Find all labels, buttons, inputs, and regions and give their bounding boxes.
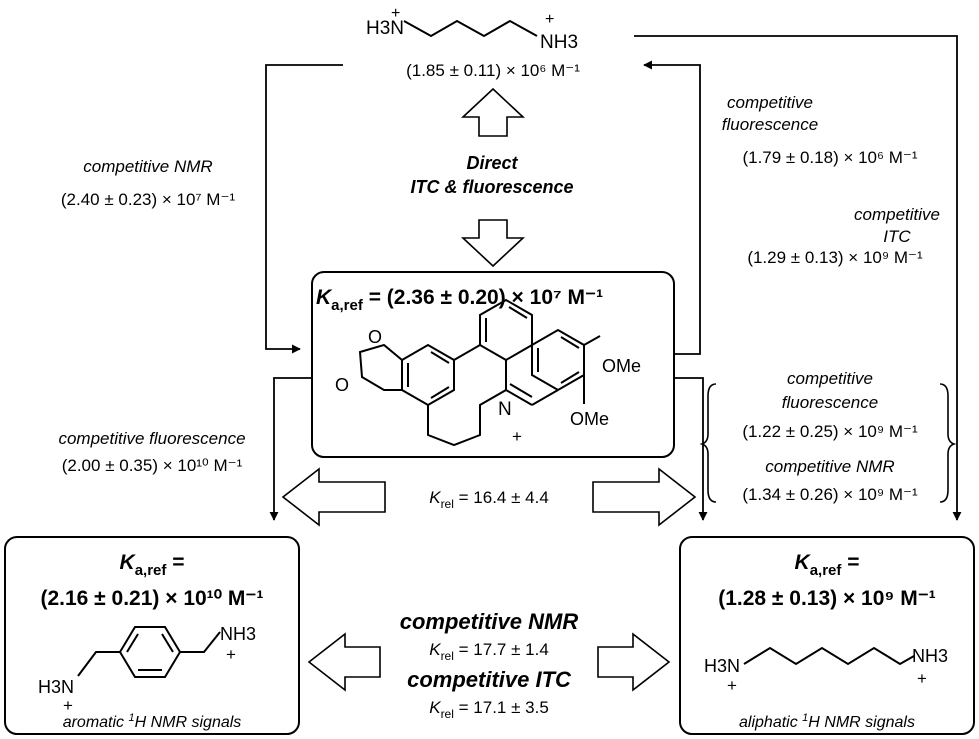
right-box <box>679 536 975 735</box>
reference-box <box>311 271 675 458</box>
right-top-itc-value: (1.29 ± 0.13) × 10⁹ M⁻¹ <box>747 248 923 267</box>
far-right-connector <box>634 35 962 521</box>
right-top-fluor-line2: fluorescence <box>722 115 818 134</box>
left-top-value: (2.40 ± 0.23) × 10⁷ M⁻¹ <box>61 190 236 209</box>
left-box <box>4 536 300 735</box>
berberine-structure <box>358 298 601 447</box>
right-mid-nmr-line1: competitive NMR <box>765 457 894 476</box>
left-box-plus-left: + <box>63 696 73 715</box>
direct-label-line1: Direct <box>466 153 518 173</box>
right-mid-connector <box>674 377 708 521</box>
dioxole-o-lower: O <box>335 375 349 395</box>
dioxole-o-upper: O <box>368 327 382 347</box>
right-box-plus-right: + <box>917 669 927 688</box>
left-box-value: (2.16 ± 0.21) × 10¹⁰ M⁻¹ <box>40 587 263 610</box>
direct-label-line2: ITC & fluorescence <box>410 177 573 197</box>
hexamethylenediamine-chain <box>743 646 915 666</box>
ome-label-lower: OMe <box>570 409 609 429</box>
krel-mid: Krel = 16.4 ± 4.4 <box>429 488 549 511</box>
left-open-arrow-bottom <box>307 632 381 692</box>
right-open-arrow-bottom <box>597 632 671 692</box>
putrescine-left-label: H3N <box>366 18 404 39</box>
right-top-itc-line2: ITC <box>883 227 911 246</box>
left-box-nh3: NH3 <box>220 624 256 644</box>
right-top-connector <box>643 60 701 355</box>
berberine-plus: + <box>512 427 522 446</box>
berberine-n-label: N <box>498 399 512 420</box>
reference-ka: Ka,ref = (2.36 ± 0.20) × 10⁷ M⁻¹ <box>316 286 603 314</box>
up-open-arrow <box>460 87 526 137</box>
left-box-caption: aromatic 1H NMR signals <box>63 712 242 731</box>
right-box-value: (1.28 ± 0.13) × 10⁹ M⁻¹ <box>718 587 936 610</box>
putrescine-ka: (1.85 ± 0.11) × 10⁶ M⁻¹ <box>406 61 580 80</box>
left-mid-value: (2.00 ± 0.35) × 10¹⁰ M⁻¹ <box>62 456 243 475</box>
right-open-arrow-mid <box>592 467 697 527</box>
bottom-itc-title: competitive ITC <box>407 667 572 692</box>
right-brace <box>939 383 957 503</box>
putrescine-right-plus: + <box>545 11 554 28</box>
right-mid-fluor-line2: fluorescence <box>782 393 878 412</box>
left-box-ka: Ka,ref = <box>120 551 185 579</box>
left-box-h3n: H3N <box>38 677 74 697</box>
left-open-arrow-mid <box>281 467 386 527</box>
left-brace <box>699 383 717 503</box>
right-box-plus-left: + <box>727 676 737 695</box>
left-top-connector <box>265 64 343 354</box>
right-top-fluor-value: (1.79 ± 0.18) × 10⁶ M⁻¹ <box>742 148 917 167</box>
right-box-nh3: NH3 <box>912 646 948 666</box>
down-open-arrow <box>460 219 526 268</box>
right-mid-nmr-value: (1.34 ± 0.26) × 10⁹ M⁻¹ <box>742 485 918 504</box>
right-box-h3n: H3N <box>704 656 740 676</box>
putrescine-right-label: NH3 <box>540 32 578 53</box>
right-box-ka: Ka,ref = <box>795 551 860 579</box>
putrescine-left-plus: + <box>391 5 400 22</box>
bottom-itc-krel: Krel = 17.1 ± 3.5 <box>429 698 549 721</box>
left-box-plus-right: + <box>226 645 236 664</box>
bottom-nmr-title: competitive NMR <box>400 609 579 634</box>
right-mid-fluor-line1: competitive <box>787 369 873 388</box>
right-top-itc-line1: competitive <box>854 205 940 224</box>
bottom-nmr-krel: Krel = 17.7 ± 1.4 <box>429 640 549 663</box>
ome-label-upper: OMe <box>602 356 641 376</box>
left-top-method: competitive NMR <box>83 157 212 176</box>
putrescine-molecule: H3N + NH3 + <box>366 5 578 53</box>
right-mid-fluor-value: (1.22 ± 0.25) × 10⁹ M⁻¹ <box>742 422 918 441</box>
right-box-caption: aliphatic 1H NMR signals <box>739 712 915 731</box>
xylylenediamine-structure <box>77 626 221 678</box>
right-top-fluor-line1: competitive <box>727 93 813 112</box>
left-mid-connector <box>269 377 312 521</box>
left-mid-method: competitive fluorescence <box>58 429 245 448</box>
